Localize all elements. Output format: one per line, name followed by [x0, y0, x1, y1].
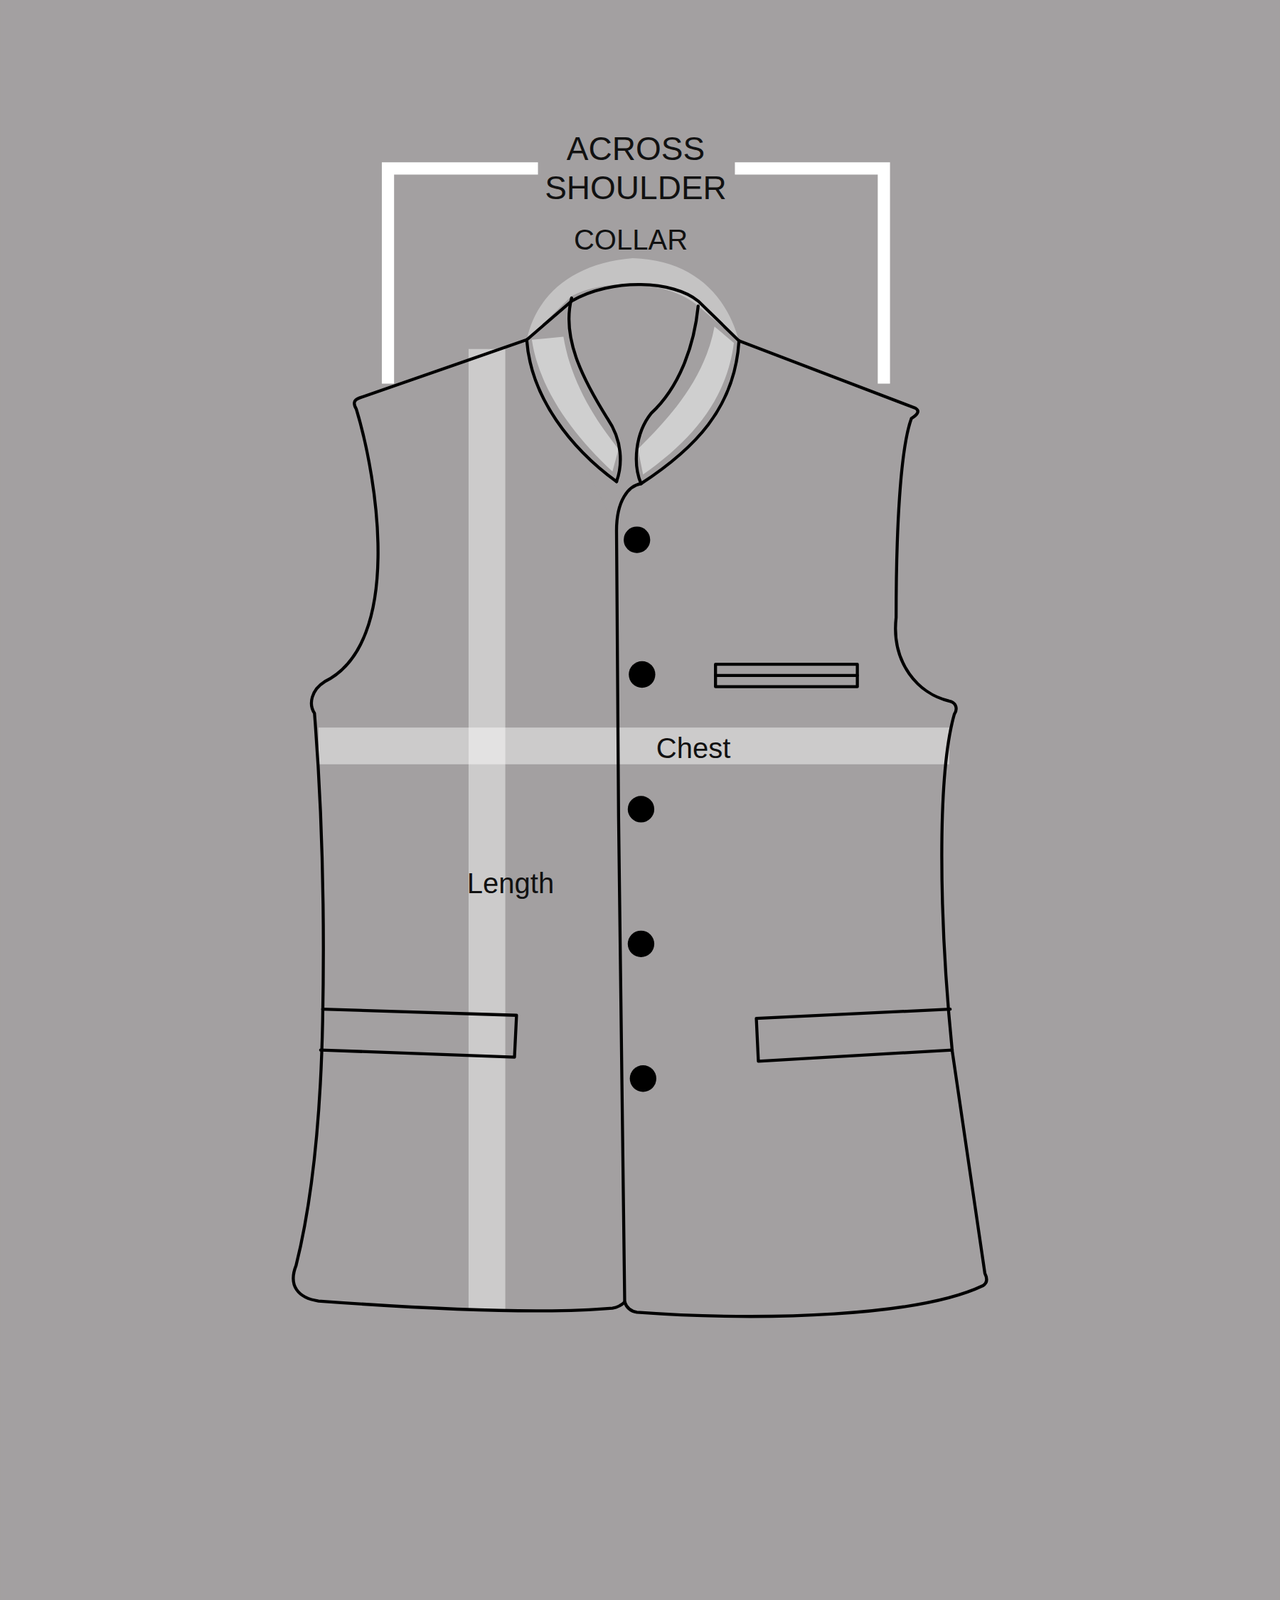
button [627, 795, 655, 823]
collar-outline [568, 297, 621, 482]
button [627, 930, 655, 958]
button [628, 661, 655, 688]
collar-highlight [526, 258, 739, 341]
collar-outline [526, 339, 617, 482]
chest-pocket [715, 664, 857, 687]
dimension-label: Length [467, 866, 554, 901]
length-band [468, 349, 506, 1310]
button [623, 526, 650, 553]
collar-outline [526, 284, 739, 341]
chest-pocket [715, 674, 857, 677]
placket-line [616, 483, 641, 1303]
side-pocket [320, 1009, 517, 1057]
part-label: COLLAR [573, 222, 688, 257]
chest-band [318, 727, 950, 765]
collar-outline [636, 305, 699, 484]
dimension-label: ACROSS SHOULDER [532, 129, 739, 208]
vest-fill [292, 339, 987, 1317]
side-pocket [756, 1009, 953, 1061]
collar-outline [640, 340, 739, 484]
dimension-label: Chest [656, 731, 732, 766]
vest-outline [624, 340, 987, 1317]
button [630, 1065, 657, 1092]
vest-outline [292, 339, 625, 1312]
collar-band [637, 326, 734, 475]
